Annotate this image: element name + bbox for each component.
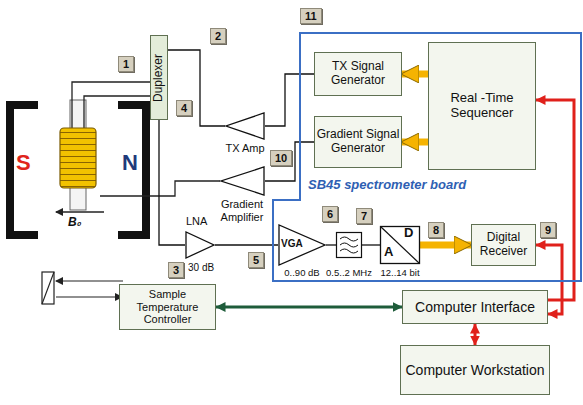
amplifier-symbol: TX Amp: [225, 112, 265, 140]
connector: [168, 50, 225, 126]
node-label: LNA: [186, 215, 207, 228]
node-label: D: [404, 226, 413, 241]
rf-coil: [60, 128, 96, 188]
amplifier-symbol-outline: [225, 112, 265, 140]
connector: [420, 242, 471, 249]
node-label: TX Signal Generator: [315, 60, 401, 88]
field-arrow: [56, 211, 104, 213]
node-label: 0..90 dB: [276, 268, 328, 279]
amplifier-symbol-outline: [185, 231, 215, 259]
callout-number: 3: [168, 262, 184, 278]
text-wrap: Computer Interface: [415, 299, 535, 315]
callout-number: 1: [118, 56, 134, 72]
controller-box: Sample Temperature Controller: [119, 284, 216, 330]
node-label: 30 dB: [188, 262, 214, 274]
node-label: TX Amp: [215, 142, 275, 155]
duplexer-box: Duplexer: [150, 35, 168, 120]
text-wrap: TX Signal Generator: [315, 60, 401, 88]
node-label: 0.5..2 MHz: [320, 268, 378, 279]
callout-number: 10: [270, 150, 292, 166]
sequencer-box: Real -Time Sequencer: [428, 42, 536, 170]
connector: [402, 139, 428, 146]
connector: [265, 142, 314, 181]
text-wrap: Computer Workstation: [405, 362, 544, 378]
connector: [265, 74, 314, 126]
workstation-box: Computer Workstation: [400, 345, 550, 395]
text-wrap: Digital Receiver: [472, 231, 535, 259]
interface-box: Computer Interface: [402, 290, 548, 324]
text-wrap: Sample Temperature Controller: [120, 288, 215, 326]
amplifier-symbol: LNA30 dB: [185, 231, 215, 259]
node-label: Computer Interface: [415, 299, 535, 315]
node-label: Digital Receiver: [472, 231, 535, 259]
callout-number: 2: [210, 28, 226, 44]
node-label: 12..14 bit: [372, 268, 428, 279]
callout-number: 5: [248, 252, 264, 268]
connector: [474, 324, 477, 345]
receiver-box: Digital Receiver: [471, 224, 536, 266]
connector: [159, 120, 185, 245]
generator-box: Gradient Signal Generator: [314, 116, 402, 168]
node-label: Gradient Signal Generator: [315, 128, 401, 156]
sensor-wire: [56, 296, 122, 297]
callout-number: 4: [176, 100, 192, 116]
connector: [536, 100, 574, 300]
text-wrap: Real -Time Sequencer: [429, 91, 535, 121]
filter-symbol: 0.5..2 MHz: [336, 232, 362, 258]
node-label: Duplexer: [152, 53, 166, 101]
amplifier-symbol: Gradient Amplifier: [220, 166, 265, 196]
amplifier-symbol-outline: [220, 166, 265, 196]
magnet-pole-n: [118, 105, 146, 235]
magnet-pole-s: [10, 105, 38, 235]
node-label: Sample Temperature Controller: [120, 288, 215, 326]
node-label: Real -Time Sequencer: [429, 91, 535, 121]
amplifier-symbol: VGA0..90 dB: [278, 224, 326, 266]
connector: [216, 306, 402, 309]
callout-number: 7: [356, 208, 372, 224]
node-label: Gradient Amplifier: [212, 198, 272, 223]
filter-symbol-outline: [336, 232, 362, 258]
connector: [215, 244, 278, 245]
callout-number: 8: [428, 222, 444, 238]
node-label: VGA: [281, 238, 303, 250]
text-wrap: Gradient Signal Generator: [315, 128, 401, 156]
sensor-wire: [56, 280, 123, 281]
node-label: Computer Workstation: [405, 362, 544, 378]
generator-box: TX Signal Generator: [314, 52, 402, 96]
connector: [326, 244, 336, 245]
part-label: N: [122, 150, 138, 175]
coil-lead: [84, 96, 150, 128]
temperature-sensor: [42, 272, 54, 304]
callout-number: 6: [322, 206, 338, 222]
callout-number: 11: [300, 8, 322, 24]
connector: [402, 71, 428, 78]
part-label: B₀: [68, 216, 81, 230]
coil-lead: [72, 82, 150, 128]
node-label: A: [384, 245, 393, 260]
board-region: SB45 spectrometer board TX Signal Generat…: [272, 32, 582, 282]
callout-number: 9: [540, 222, 556, 238]
gradient-wire: [100, 181, 220, 196]
part-label: S: [16, 150, 31, 175]
temperature-sensor: [42, 272, 54, 304]
adc-symbol: DA12..14 bit: [380, 226, 420, 264]
connector: [362, 244, 380, 245]
board-title: SB45 spectrometer board: [308, 178, 466, 193]
